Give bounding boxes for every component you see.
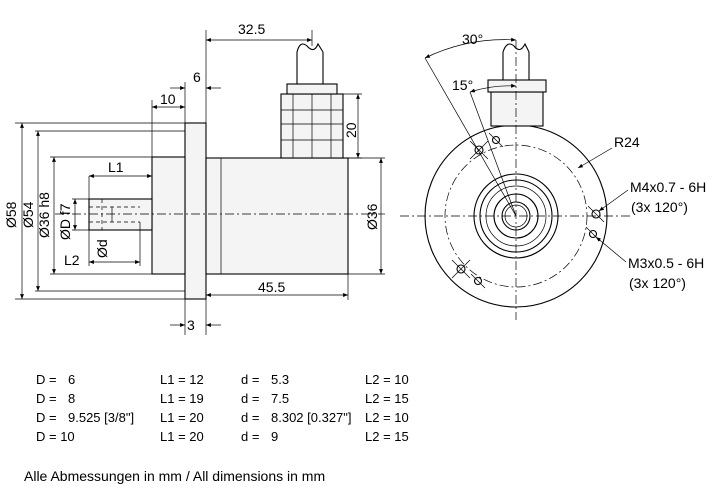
dim-45-5: 45.5 — [258, 279, 285, 295]
variant-D-label: D = 10 — [36, 429, 75, 444]
hole-m3-3 — [451, 259, 471, 279]
front-view: 30° 15° R24 M4x0.7 - 6H (3x 120°) M3x0.5… — [400, 31, 706, 320]
variant-table: D = 6 L1 = 12 d = 5.3 L2 = 10 D = 8 L1 =… — [0, 368, 723, 448]
housing-body — [205, 157, 349, 275]
variant-L1: L1 = 19 — [160, 391, 204, 406]
dim-6: 6 — [193, 69, 201, 85]
hole-m3-1 — [469, 140, 489, 160]
variant-row: D = 10 L1 = 20 d = 9 L2 = 15 — [0, 427, 723, 447]
variant-d-label: d = — [241, 429, 260, 444]
variant-row: D = 8 L1 = 19 d = 7.5 L2 = 15 — [0, 389, 723, 409]
hole-m4-3 — [470, 273, 486, 289]
variant-row: D = 6 L1 = 12 d = 5.3 L2 = 10 — [0, 370, 723, 390]
dim-dia-58: Ø58 — [3, 201, 19, 228]
variant-L2: L2 = 15 — [365, 429, 409, 444]
flange-collar — [151, 156, 186, 275]
variant-L2: L2 = 10 — [365, 410, 409, 425]
variant-d-value: 5.3 — [271, 372, 290, 387]
thread-m3-qty: (3x 120°) — [629, 275, 686, 291]
thread-m4-qty: (3x 120°) — [631, 199, 688, 215]
dim-dia-36-h8: Ø36 h8 — [36, 192, 52, 238]
variant-L2: L2 = 15 — [365, 391, 409, 406]
variant-D-label: D = — [36, 372, 57, 387]
dim-dia-36: Ø36 — [364, 203, 380, 230]
variant-d-value: 8.302 [0.327"] — [271, 410, 352, 425]
variant-d-label: d = — [241, 410, 260, 425]
dim-dia-D: ØD f7 — [57, 203, 73, 240]
dim-32-5: 32.5 — [238, 21, 265, 37]
variant-D-value: 6 — [68, 372, 76, 387]
radius-label: R24 — [614, 134, 640, 150]
dim-10: 10 — [160, 91, 176, 107]
dim-dia-54: Ø54 — [20, 201, 36, 228]
variant-L1: L1 = 20 — [160, 410, 204, 425]
cable-gland — [280, 42, 344, 159]
variant-L1: L1 = 20 — [160, 429, 204, 444]
variant-d-label: d = — [241, 372, 260, 387]
variant-D-value: 9.525 [3/8"] — [68, 410, 135, 425]
variant-D-label: D = — [36, 391, 57, 406]
dim-dia-d: Ød — [94, 239, 110, 258]
variant-row: D = 9.525 [3/8"] L1 = 20 d = 8.302 [0.32… — [0, 408, 723, 428]
variant-D-value: 8 — [68, 391, 76, 406]
variant-D-label: D = — [36, 410, 57, 425]
dim-L2: L2 — [64, 252, 80, 268]
dim-L1: L1 — [108, 159, 124, 175]
variant-d-label: d = — [241, 391, 260, 406]
variant-L2: L2 = 10 — [365, 372, 409, 387]
technical-drawing: 32.5 6 10 20 45.5 3 L1 L2 Ø58 Ø54 Ø36 h8… — [3, 21, 706, 335]
hole-m4-1 — [488, 132, 504, 148]
side-view: 32.5 6 10 20 45.5 3 L1 L2 Ø58 Ø54 Ø36 h8… — [3, 21, 385, 335]
hole-m4-2 — [587, 205, 605, 223]
dim-3: 3 — [187, 317, 195, 333]
thread-m3-label: M3x0.5 - 6H — [628, 255, 704, 271]
variant-d-value: 9 — [271, 429, 279, 444]
units-footnote: Alle Abmessungen in mm / All dimensions … — [24, 468, 326, 484]
variant-L1: L1 = 12 — [160, 372, 204, 387]
dim-20: 20 — [343, 122, 359, 138]
variant-d-value: 7.5 — [271, 391, 290, 406]
angle-30: 30° — [462, 31, 483, 47]
shaft — [88, 198, 153, 231]
thread-m4-label: M4x0.7 - 6H — [630, 179, 706, 195]
flange — [184, 122, 207, 300]
angle-15: 15° — [452, 77, 473, 93]
